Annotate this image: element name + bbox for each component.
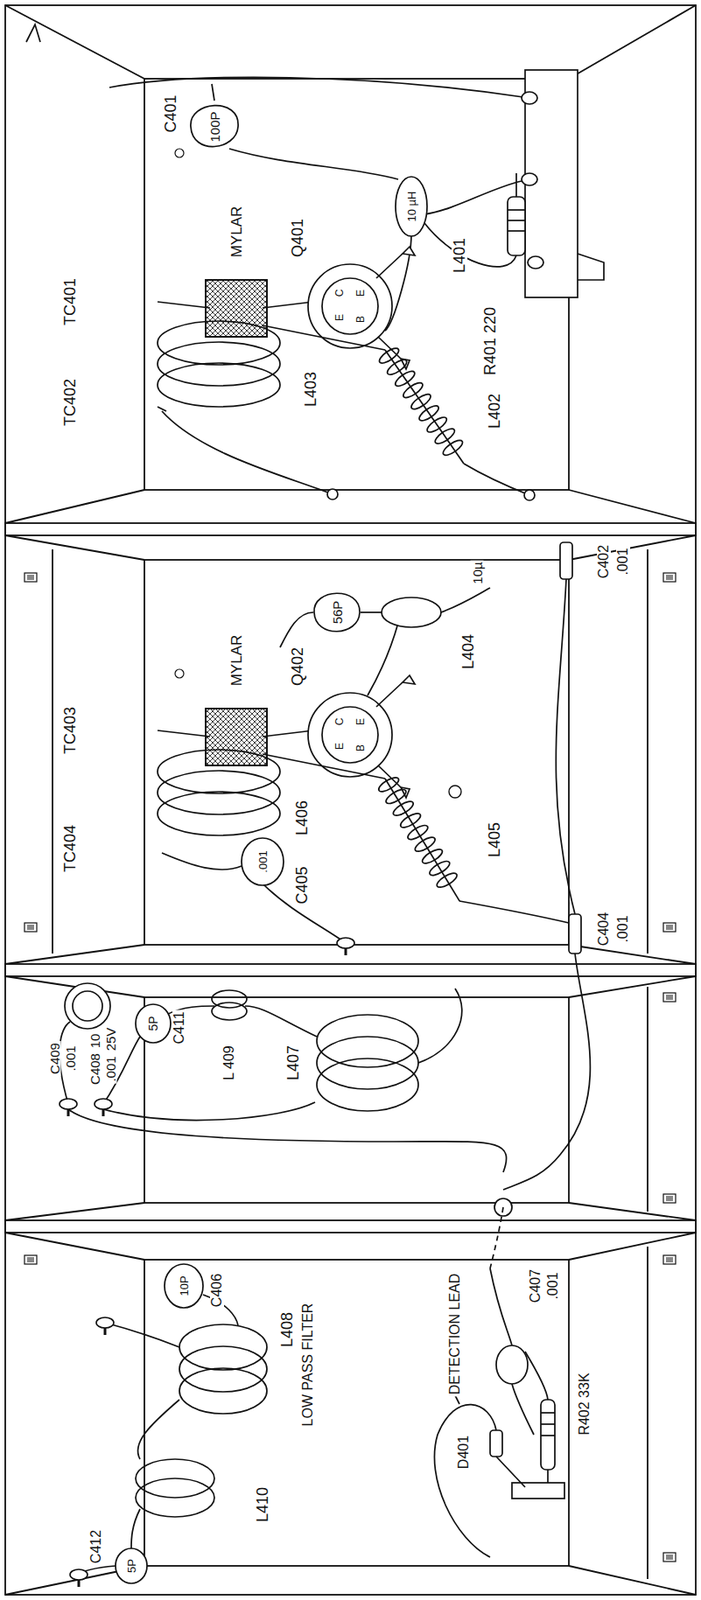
part-label: Q402 xyxy=(289,645,306,688)
part-label: L 409 xyxy=(222,1044,237,1082)
pin-letter: C xyxy=(334,716,345,729)
part-label: 5P xyxy=(147,1014,160,1033)
part-label: C404 xyxy=(596,911,611,948)
part-label: C406 xyxy=(210,1272,225,1310)
part-label: TC401 xyxy=(62,276,78,328)
part-label: .001 xyxy=(616,913,631,945)
part-label: R401 220 xyxy=(482,305,498,378)
part-label: C412 xyxy=(89,1528,104,1566)
part-label: Q401 xyxy=(289,217,306,260)
part-label: L408 xyxy=(279,1310,295,1350)
part-label: L407 xyxy=(285,1044,302,1083)
pin-letter: C xyxy=(334,287,345,300)
part-label: L403 xyxy=(302,370,319,409)
part-label: L410 xyxy=(254,1486,271,1525)
part-label: .001 xyxy=(63,1044,78,1073)
part-label: C402 xyxy=(596,543,611,581)
part-label: C408 xyxy=(88,1051,102,1087)
part-label: 10 xyxy=(88,1032,102,1052)
part-label: C409 xyxy=(48,1041,62,1077)
part-label: C401 xyxy=(162,92,179,134)
part-label: L401 xyxy=(451,236,468,275)
part-label: L404 xyxy=(460,632,477,672)
part-label: C405 xyxy=(294,864,310,906)
part-label: R402 33K xyxy=(577,1371,592,1438)
part-label: C411 xyxy=(172,1009,187,1046)
part-label: C407 xyxy=(528,1268,543,1305)
part-label: 100P xyxy=(208,109,222,144)
pin-letter: B xyxy=(355,743,366,754)
part-label: 25V xyxy=(104,1026,118,1054)
part-label: TC402 xyxy=(62,377,78,428)
pin-letter: E xyxy=(355,716,366,728)
part-label: MYLAR xyxy=(229,633,245,689)
part-label: MYLAR xyxy=(229,204,245,260)
part-label: LOW PASS FILTER xyxy=(301,1302,316,1430)
part-label: .001 xyxy=(616,546,631,577)
part-label: D401 xyxy=(456,1434,471,1472)
pin-letter: E xyxy=(355,287,366,299)
part-label: TC404 xyxy=(62,823,78,875)
pin-letter: E xyxy=(334,312,345,323)
part-label: 5P xyxy=(126,1557,138,1576)
part-label: .001 xyxy=(546,1270,561,1302)
part-label: .001 xyxy=(257,848,269,875)
part-label: 10µ xyxy=(470,560,484,586)
part-label: DETECTION LEAD xyxy=(448,1272,463,1398)
part-label: 56P xyxy=(330,599,344,627)
part-label: 10P xyxy=(178,1274,190,1298)
part-label: .001 xyxy=(104,1054,118,1084)
pin-letter: E xyxy=(334,741,345,752)
part-label: L405 xyxy=(486,820,503,860)
part-label: TC403 xyxy=(62,705,78,757)
pin-letter: B xyxy=(355,314,366,325)
part-label: L406 xyxy=(294,799,310,838)
part-label: 10 µH xyxy=(406,189,418,225)
part-label: L402 xyxy=(486,392,503,431)
